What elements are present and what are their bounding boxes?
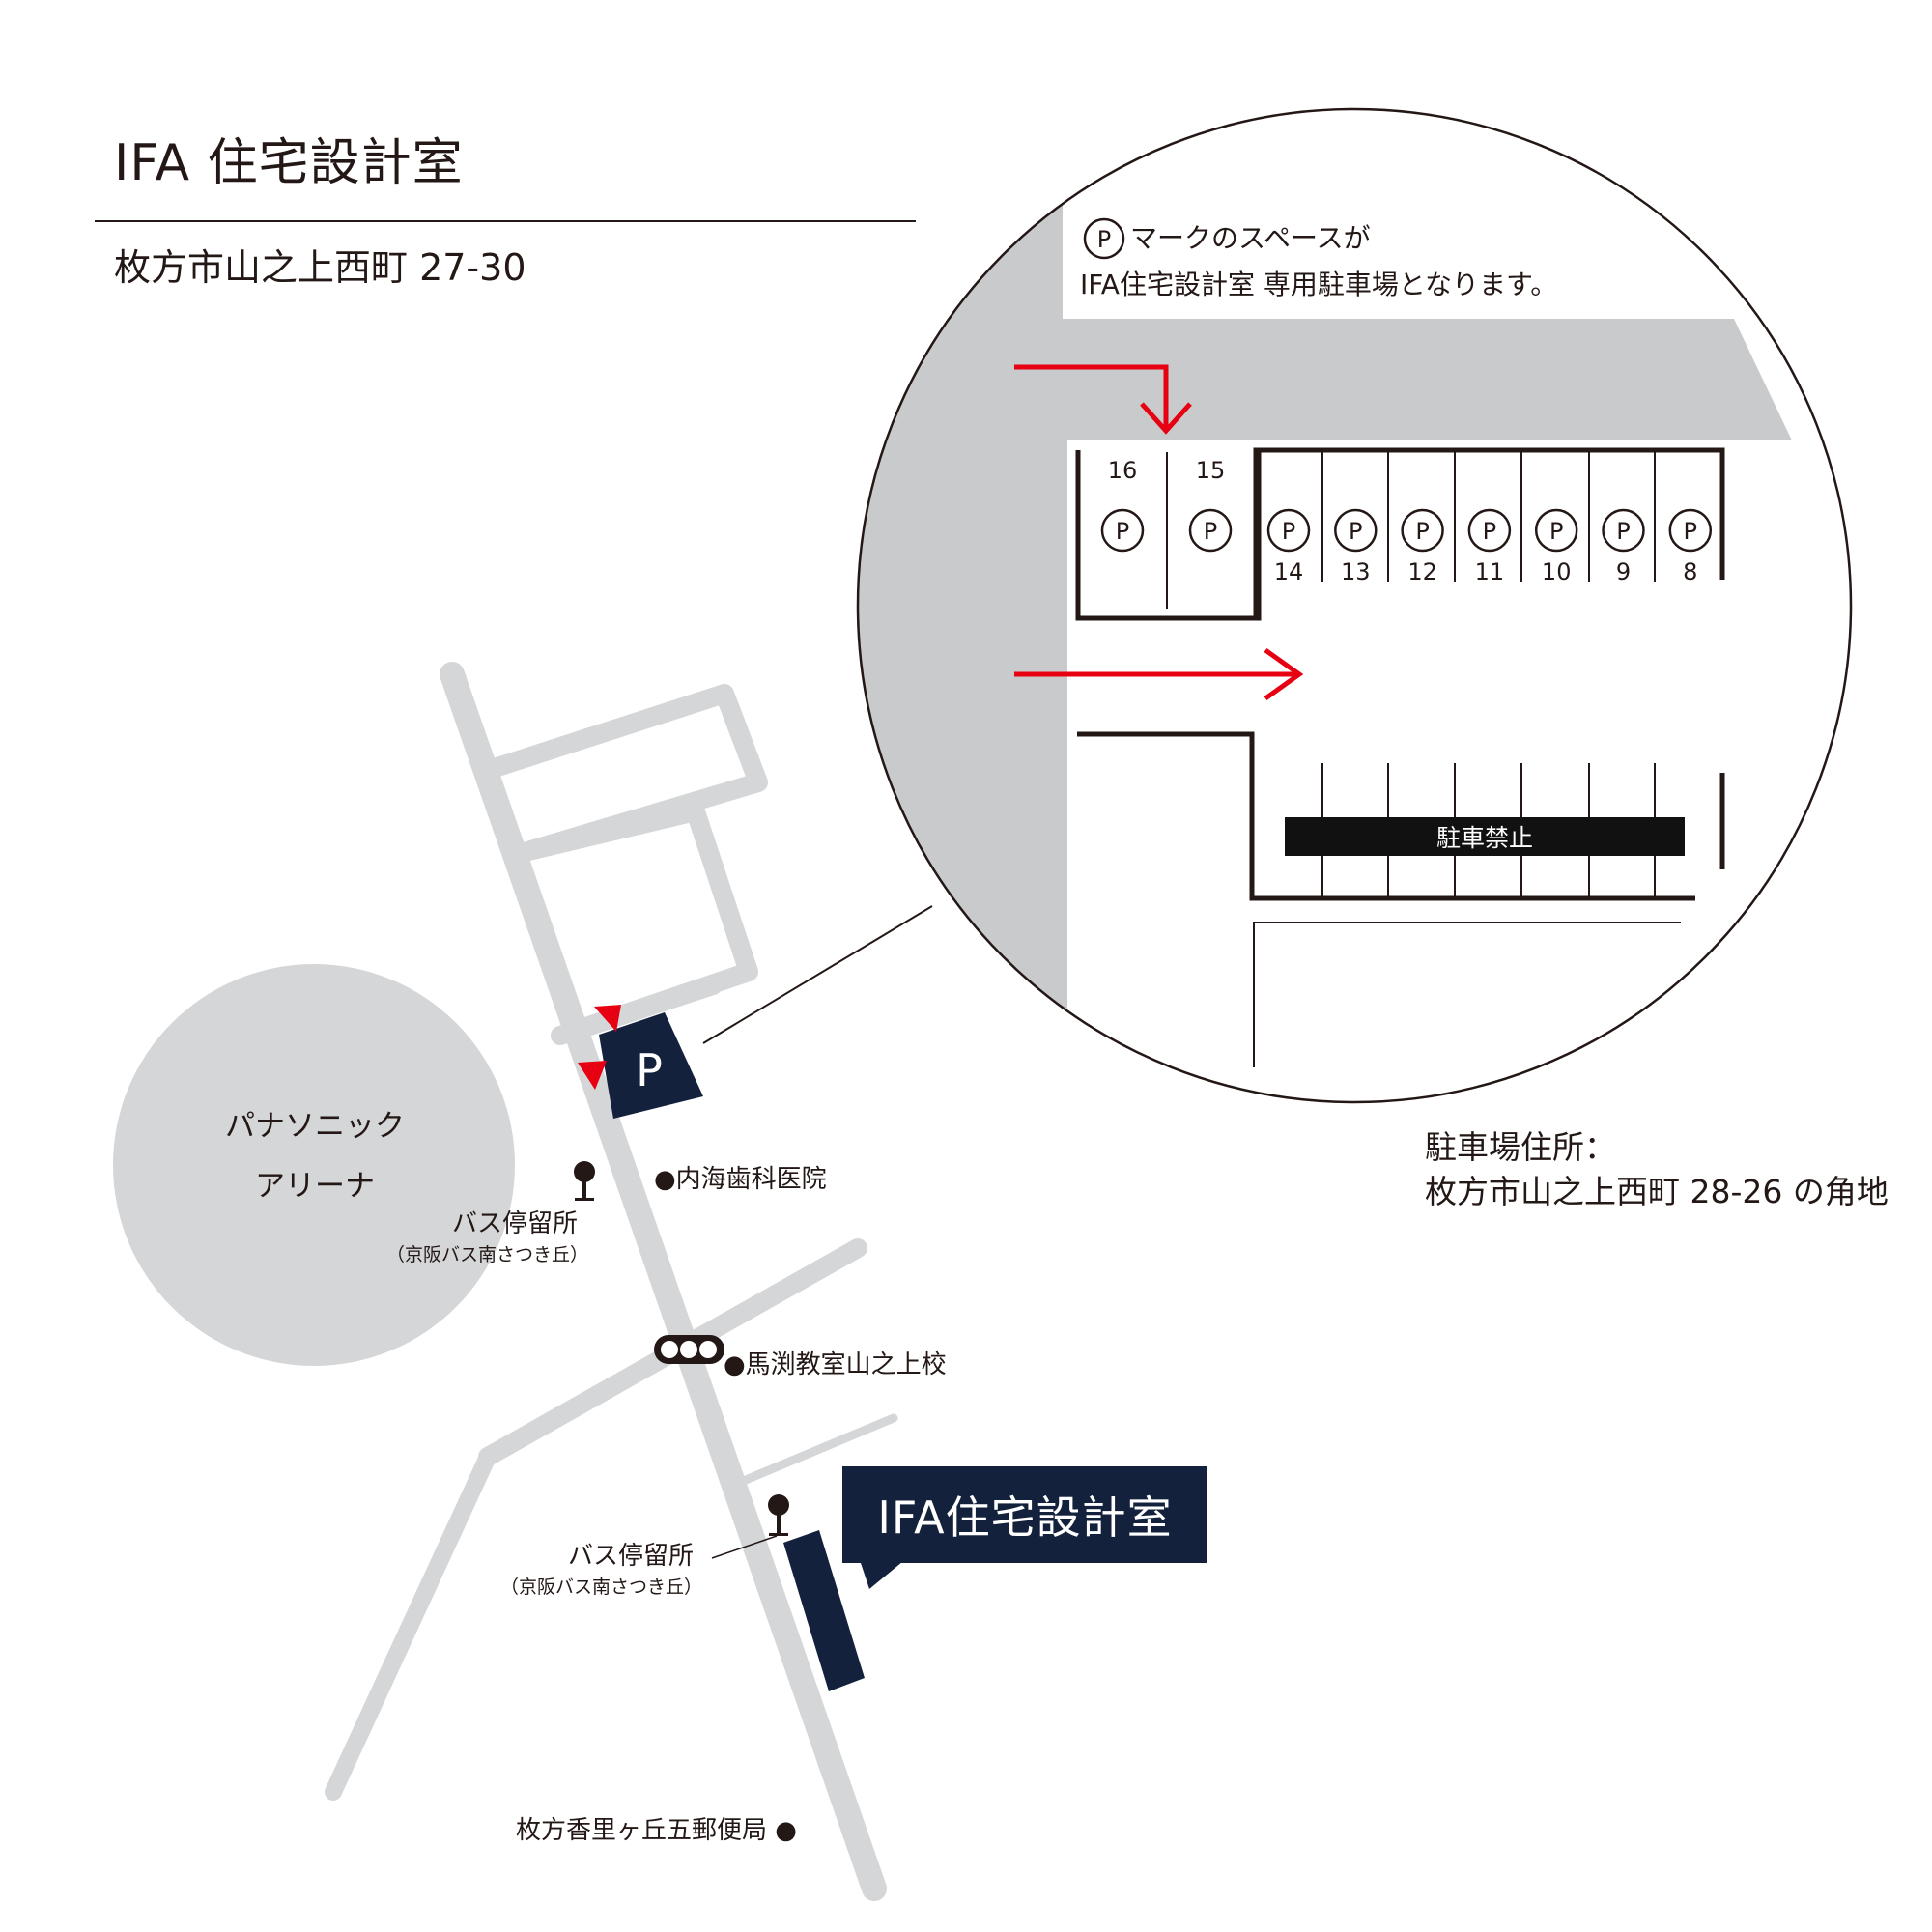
space-number: 11 [1475,558,1505,585]
svg-text:P: P [1684,518,1697,545]
side-road [741,1413,898,1485]
parking-symbol-icon: P [1334,508,1378,553]
office-callout: IFA住宅設計室 [842,1466,1208,1563]
parking-symbol-icon: P [1083,217,1125,260]
parking-block-top [1075,450,1262,621]
svg-text:P: P [1549,518,1563,545]
bus-stop-icon [574,1161,595,1201]
bus-stop-label: バス停留所 [452,1209,579,1238]
bus-stop-sublabel: （京阪バス南さつき丘） [500,1577,703,1598]
arena-area [113,964,515,1366]
landmark-school: ●馬渕教室山之上校 [724,1350,947,1379]
parking-marker [599,1012,703,1119]
route-arrow [1014,364,1304,701]
parking-address-value: 枚方市山之上西町 28-26 の角地 [1425,1173,1889,1210]
parking-symbol-icon: P [1602,508,1645,553]
arena-label-line2: アリーナ [255,1169,375,1204]
no-parking-bar [1285,817,1685,856]
space-number: 13 [1341,558,1371,585]
svg-text:P: P [1097,226,1111,253]
entry-arrow-2 [578,1061,607,1090]
parking-block-bottom [1077,731,1725,901]
space-number: 10 [1542,558,1572,585]
cross-road-south [325,1448,497,1801]
space-number: 8 [1683,558,1697,585]
main-road [440,662,887,1901]
office-building [783,1530,865,1691]
parking-inset: 駐車禁止 16 15 P P P 14 P 13 P 12 P 11 P 10 P [858,145,1792,1102]
svg-text:P: P [1349,518,1362,545]
parking-symbol-icon: P [1401,508,1444,553]
parking-symbol-icon: P [1467,508,1512,553]
parking-symbol-icon: P [1100,508,1145,553]
space-number: 16 [1108,457,1138,484]
landmark-dental-clinic: ●内海歯科医院 [654,1165,827,1194]
inset-border [856,107,1853,1104]
inset-lower-outline [1253,922,1681,1067]
parking-symbol-icon: P [1534,508,1578,553]
svg-text:P: P [1415,518,1429,545]
svg-text:P: P [1483,518,1496,545]
space-number: 12 [1407,558,1437,585]
parking-symbol-icon: P [1668,508,1713,553]
traffic-light-icon [654,1335,724,1364]
parking-address-label: 駐車場住所： [1425,1128,1616,1166]
inset-note-line1: マークのスペースが [1130,222,1371,254]
space-dividers-row [1321,452,1656,582]
title-divider [95,220,916,222]
space-number: 9 [1616,558,1631,585]
inset-driveway [858,145,1792,1102]
bus-stop-sublabel: （京阪バス南さつき丘） [386,1244,589,1265]
svg-text:P: P [1282,518,1295,545]
office-address: 枚方市山之上西町 27-30 [114,246,526,289]
page-title: IFA 住宅設計室 [114,134,464,192]
inset-note-line2: IFA住宅設計室 専用駐車場となります。 [1080,269,1558,300]
landmark-post-office: 枚方香里ヶ丘五郵便局 ● [516,1816,797,1845]
parking-block-row [1253,447,1725,618]
space-number: 14 [1274,558,1304,585]
parking-marker-label: P [636,1044,663,1096]
bus-stop-label: バス停留所 [568,1542,695,1571]
space-number: 15 [1196,457,1226,484]
bus-stop-icon [768,1494,789,1536]
office-callout-pointer [860,1557,908,1589]
svg-text:P: P [1204,518,1217,545]
svg-text:P: P [1116,518,1129,545]
bus-stop-leader [711,1535,778,1559]
road-network [325,662,898,1901]
inset-leader-line [702,905,933,1044]
arena-label-line1: パナソニック [225,1109,405,1144]
entry-arrow-1 [594,1005,621,1032]
block-roads [485,684,768,1045]
svg-text:P: P [1616,518,1630,545]
parking-symbol-icon: P [1266,508,1311,553]
parking-row-spaces: P 14 P 13 P 12 P 11 P 10 P 9 P 8 [1266,508,1713,585]
parking-symbol-icon: P [1188,508,1233,553]
no-parking-label: 駐車禁止 [1436,824,1533,852]
